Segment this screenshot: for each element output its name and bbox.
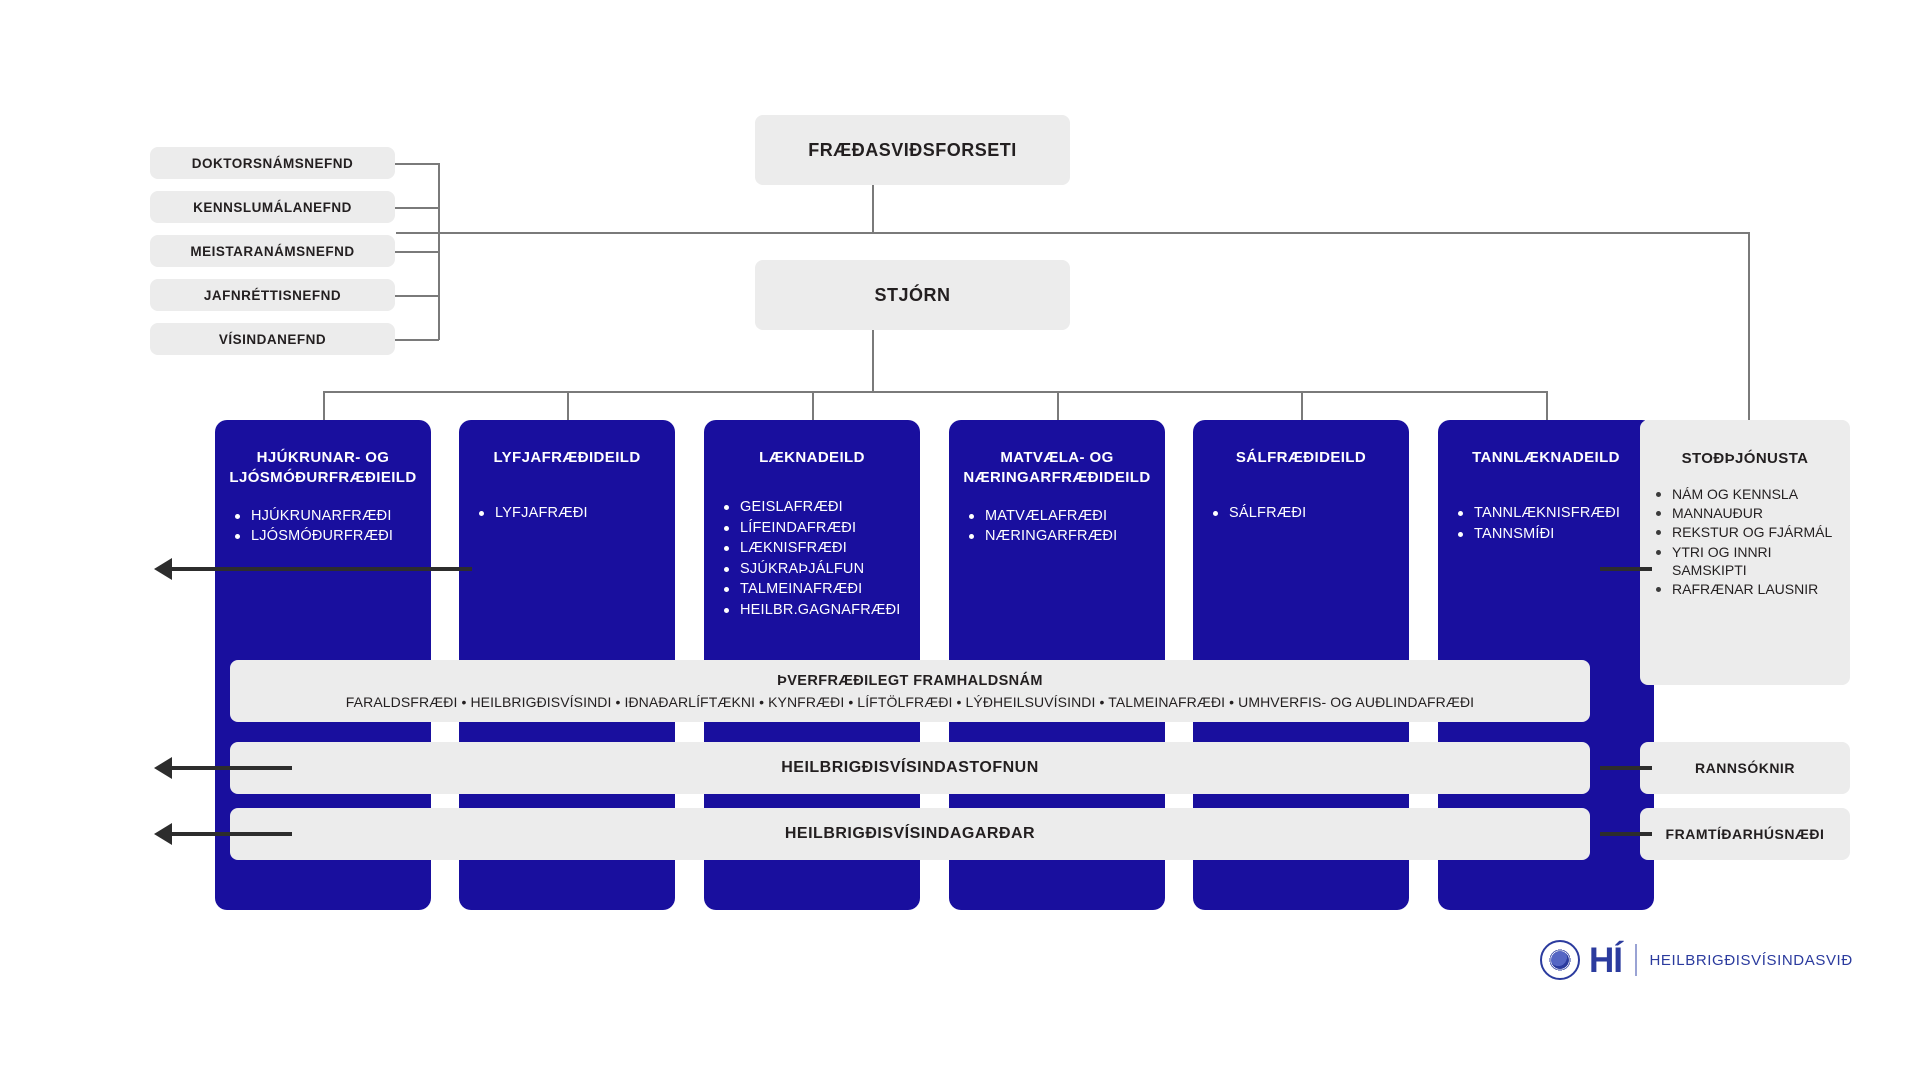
connector-dept-3: [812, 391, 814, 446]
connector-committee-2: [395, 207, 439, 209]
institute-bar[interactable]: HEILBRIGÐISVÍSINDASTOFNUN: [230, 742, 1590, 794]
faculty-program-list: SÁLFRÆÐI: [1213, 504, 1409, 523]
faculty-program: HJÚKRUNARFRÆÐI: [235, 507, 431, 526]
faculty-program: LÆKNISFRÆÐI: [724, 539, 920, 558]
gardens-label: HEILBRIGÐISVÍSINDAGARÐAR: [784, 825, 1036, 842]
faculty-program: TANNSMÍÐI: [1458, 525, 1654, 544]
connector-dean-down: [872, 185, 874, 233]
faculty-program: TANNLÆKNISFRÆÐI: [1458, 504, 1654, 523]
support-item: NÁM OG KENNSLA: [1656, 485, 1850, 503]
arrow-line-support-link: [1600, 567, 1652, 571]
support-item: YTRI OG INNRI SAMSKIPTI: [1656, 543, 1850, 579]
support-services-box[interactable]: STOÐÞJÓNUSTA NÁM OG KENNSLA MANNAUÐUR RE…: [1640, 420, 1850, 685]
faculty-program-list: MATVÆLAFRÆÐI NÆRINGARFRÆÐI: [969, 507, 1165, 546]
connector-committee-spine: [438, 163, 440, 340]
faculty-title: MATVÆLA- OG NÆRINGARFRÆÐIDEILD: [963, 449, 1151, 487]
connector-dept-6: [1546, 391, 1548, 446]
future-label: FRAMTÍÐARHÚSNÆÐI: [1665, 826, 1825, 842]
committee-label: DOKTORSNÁMSNEFND: [191, 155, 354, 171]
faculty-program-list: TANNLÆKNISFRÆÐI TANNSMÍÐI: [1458, 504, 1654, 543]
committee-box-doktorsnamsnefnd[interactable]: DOKTORSNÁMSNEFND: [150, 147, 395, 179]
research-tag-box[interactable]: RANNSÓKNIR: [1640, 742, 1850, 794]
committee-label: JAFNRÉTTISNEFND: [203, 287, 342, 303]
arrow-line-institute: [172, 766, 292, 770]
dean-box[interactable]: FRÆÐASVIÐSFORSETI: [755, 115, 1070, 185]
faculty-program-list: HJÚKRUNARFRÆÐI LJÓSMÓÐURFRÆÐI: [235, 507, 431, 546]
faculty-program: GEISLAFRÆÐI: [724, 498, 920, 517]
support-item-list: NÁM OG KENNSLA MANNAUÐUR REKSTUR OG FJÁR…: [1656, 485, 1850, 598]
faculty-title: HJÚKRUNAR- OG LJÓSMÓÐURFRÆÐIEILD: [229, 449, 417, 487]
connector-dept-bus: [323, 391, 1547, 393]
faculty-program: HEILBR.GAGNAFRÆÐI: [724, 601, 920, 620]
connector-support-vertical: [1748, 232, 1750, 422]
logo-mark: HÍ: [1589, 940, 1623, 980]
interdisciplinary-programs: FARALDSFRÆÐI • HEILBRIGÐISVÍSINDI • IÐNA…: [345, 693, 1475, 710]
arrow-line-faculties: [172, 567, 472, 571]
dean-label: FRÆÐASVIÐSFORSETI: [808, 139, 1017, 160]
committee-label: MEISTARANÁMSNEFND: [190, 243, 355, 259]
logo-subtitle: HEILBRIGÐISVÍSINDASVIÐ: [1649, 951, 1853, 969]
institute-label: HEILBRIGÐISVÍSINDASTOFNUN: [781, 759, 1039, 776]
faculty-title: SÁLFRÆÐIDEILD: [1235, 449, 1367, 466]
board-box[interactable]: STJÓRN: [755, 260, 1070, 330]
arrow-head-institute: [154, 757, 172, 779]
support-item: RAFRÆNAR LAUSNIR: [1656, 580, 1850, 598]
connector-dept-1: [323, 391, 325, 446]
arrow-line-gardens: [172, 832, 292, 836]
faculty-program-list: LYFJAFRÆÐI: [479, 504, 675, 523]
research-label: RANNSÓKNIR: [1695, 760, 1795, 776]
support-item: REKSTUR OG FJÁRMÁL: [1656, 523, 1850, 541]
university-logo: HÍ HEILBRIGÐISVÍSINDASVIÐ: [1540, 940, 1853, 980]
committee-box-kennslumalanefnd[interactable]: KENNSLUMÁLANEFND: [150, 191, 395, 223]
connector-bus-horizontal: [396, 232, 1749, 234]
support-title: STOÐÞJÓNUSTA: [1681, 450, 1809, 467]
board-label: STJÓRN: [874, 284, 951, 305]
committee-label: KENNSLUMÁLANEFND: [193, 199, 352, 215]
connector-committee-4: [395, 295, 439, 297]
connector-dept-5: [1301, 391, 1303, 446]
faculty-program-list: GEISLAFRÆÐI LÍFEINDAFRÆÐI LÆKNISFRÆÐI SJ…: [724, 498, 920, 619]
logo-divider: [1635, 944, 1637, 976]
arrow-line-future-link: [1600, 832, 1652, 836]
committee-box-jafnrettisnefnd[interactable]: JAFNRÉTTISNEFND: [150, 279, 395, 311]
connector-board-down: [872, 330, 874, 392]
future-housing-tag-box[interactable]: FRAMTÍÐARHÚSNÆÐI: [1640, 808, 1850, 860]
connector-committee-1: [395, 163, 439, 165]
faculty-program: LÍFEINDAFRÆÐI: [724, 519, 920, 538]
faculty-program: SÁLFRÆÐI: [1213, 504, 1409, 523]
faculty-program: LJÓSMÓÐURFRÆÐI: [235, 527, 431, 546]
arrow-head-gardens: [154, 823, 172, 845]
support-item: MANNAUÐUR: [1656, 504, 1850, 522]
interdisciplinary-bar[interactable]: ÞVERFRÆÐILEGT FRAMHALDSNÁM FARALDSFRÆÐI …: [230, 660, 1590, 722]
committee-box-visindanefnd[interactable]: VÍSINDANEFND: [150, 323, 395, 355]
arrow-head-faculties: [154, 558, 172, 580]
connector-committee-3: [395, 251, 439, 253]
faculty-program: MATVÆLAFRÆÐI: [969, 507, 1165, 526]
faculty-program: NÆRINGARFRÆÐI: [969, 527, 1165, 546]
connector-committee-5: [395, 339, 439, 341]
faculty-program: TALMEINAFRÆÐI: [724, 580, 920, 599]
faculty-program: LYFJAFRÆÐI: [479, 504, 675, 523]
committee-label: VÍSINDANEFND: [218, 331, 327, 347]
committee-box-meistaranamsnefnd[interactable]: MEISTARANÁMSNEFND: [150, 235, 395, 267]
arrow-line-research-link: [1600, 766, 1652, 770]
connector-dept-2: [567, 391, 569, 446]
connector-dept-4: [1057, 391, 1059, 446]
faculty-title: LYFJAFRÆÐIDEILD: [493, 449, 641, 466]
faculty-title: LÆKNADEILD: [759, 449, 865, 466]
faculty-program: SJÚKRAÞJÁLFUN: [724, 560, 920, 579]
university-seal-icon: [1540, 940, 1580, 980]
interdisciplinary-title: ÞVERFRÆÐILEGT FRAMHALDSNÁM: [777, 672, 1043, 689]
gardens-bar[interactable]: HEILBRIGÐISVÍSINDAGARÐAR: [230, 808, 1590, 860]
faculty-title: TANNLÆKNADEILD: [1472, 449, 1620, 466]
